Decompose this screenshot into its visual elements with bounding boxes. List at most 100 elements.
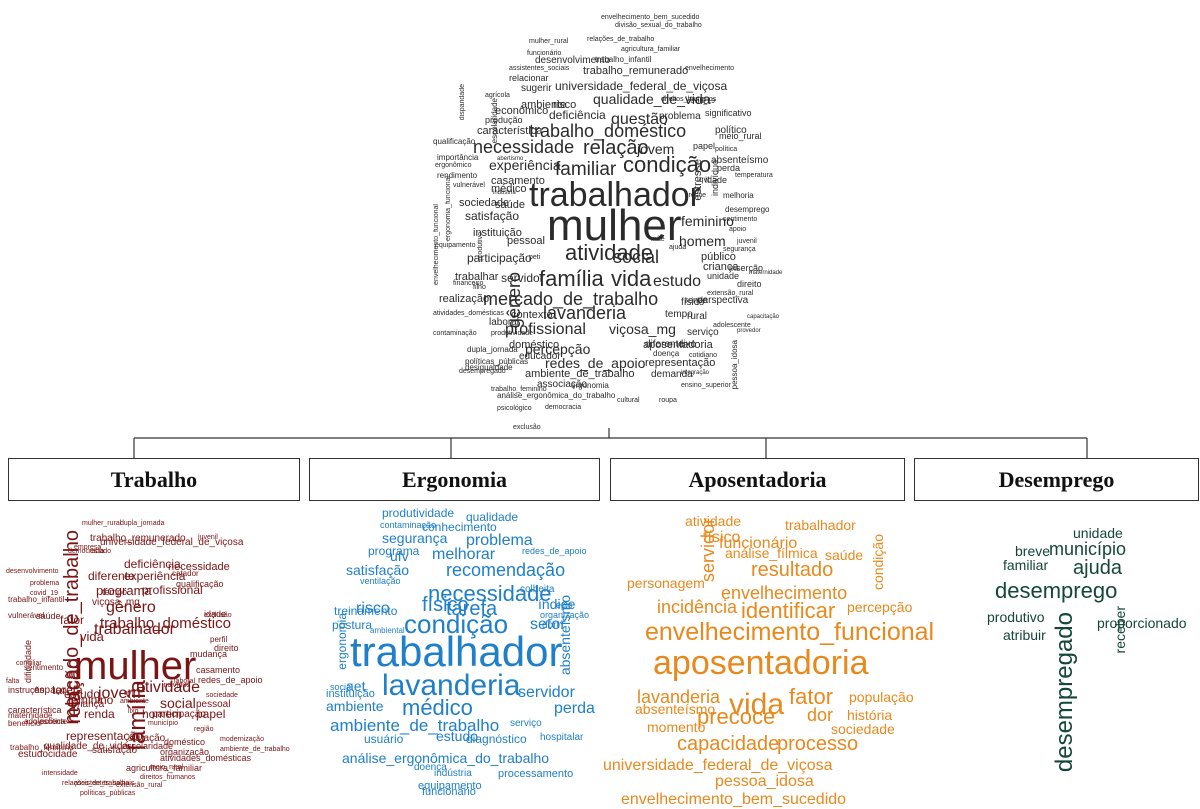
general-cloud-word: viçosa_mg <box>609 321 676 337</box>
general-cloud-word: perda <box>717 163 741 173</box>
general-cloud-word: vida <box>611 266 652 291</box>
general-cloud-word: mulher_rural <box>529 38 569 45</box>
trabalho-cloud-word: organização <box>160 747 210 757</box>
general-cloud-word: saúde <box>495 199 525 211</box>
ergonomia-cloud-word: ambiental <box>370 626 405 635</box>
trabalho-cloud-word: estudo <box>64 687 101 701</box>
general-cloud-word: indústria <box>493 190 516 196</box>
trabalho-cloud-word: trabalhador <box>94 621 175 638</box>
aposentadoria-cloud-word: pessoa_idosa <box>715 773 814 790</box>
general-cloud-word: estudo <box>653 273 702 290</box>
trabalho-cloud-word: qualidade_de_vida <box>44 741 128 752</box>
trabalho-cloud-word: experiência <box>124 569 186 583</box>
general-cloud-word: envelhecimento_bem_sucedido <box>601 14 700 21</box>
general-cloud-word: apoio <box>729 226 747 233</box>
general-cloud-word: covid_19 <box>687 98 716 105</box>
general-cloud-word: roupa <box>659 397 677 404</box>
ergonomia-cloud-word: indústria <box>434 768 472 779</box>
general-cloud-word: psicológico <box>497 405 532 412</box>
trabalho-cloud-word: indivíduo <box>162 682 191 689</box>
general-cloud-word: político <box>715 125 747 136</box>
trabalho-cloud-word: renda <box>84 707 115 721</box>
general-cloud-word: laboral <box>489 317 520 328</box>
general-cloud-word: exclusão <box>513 424 541 431</box>
aposentadoria-cloud-word: aposentadoria <box>653 644 869 682</box>
general-cloud-word: peti <box>529 254 541 261</box>
general-cloud-word: atividades_domésticas <box>433 310 504 317</box>
general-cloud-word: temperatura <box>735 172 773 179</box>
aposentadoria-cloud-word: fator <box>789 684 834 709</box>
ergonomia-cloud-word: ambiente_de_trabalho <box>330 716 500 735</box>
trabalho-cloud-word: município <box>148 720 178 727</box>
ergonomia-cloud-word: ventilação <box>360 576 401 586</box>
ergonomia-cloud-word: dort <box>542 620 560 631</box>
general-cloud-word: extensão_rural <box>707 290 754 297</box>
aposentadoria-cloud-word: incidência <box>657 597 738 617</box>
aposentadoria-cloud-word: trabalhador <box>785 517 856 533</box>
general-cloud-word: característica <box>477 125 543 137</box>
general-cloud-word: pessoal <box>507 235 545 247</box>
trabalho-cloud-word: exclusão <box>204 612 232 619</box>
general-cloud-word: vulnerável <box>453 182 485 189</box>
trabalho-cloud-word: feminino <box>68 693 114 707</box>
ergonomia-cloud-word: índice <box>538 596 576 612</box>
ergonomia-cloud-word: condição <box>404 609 509 639</box>
desemprego-cloud-word: breve <box>1015 543 1051 559</box>
general-cloud-word: mercado_de_trabalho <box>483 289 659 309</box>
general-cloud-word: experiência <box>489 157 561 173</box>
general-cloud-word: ambiente <box>521 99 567 111</box>
general-cloud-word: maternidade <box>749 270 783 276</box>
general-cloud-word: jovem <box>637 141 675 157</box>
general-cloud-word: significativo <box>705 108 752 118</box>
trabalho-cloud-word: mudança <box>190 649 228 659</box>
trabalho-cloud-word: trabalho_doméstico <box>100 615 231 632</box>
trabalho-cloud-word: espaço <box>34 685 67 696</box>
ergonomia-cloud-word: epis <box>556 600 573 610</box>
general-cloud-word: feminino <box>681 213 734 229</box>
general-cloud-word: serviço <box>687 327 719 338</box>
ergonomia-cloud-word: médico <box>402 695 473 720</box>
trabalho-cloud-word: instrução <box>8 685 45 695</box>
ergonomia-cloud-word: qualidade <box>466 510 519 524</box>
general-cloud-word: qvt <box>699 175 710 184</box>
general-cloud-word: política <box>715 146 738 153</box>
trabalho-cloud-word: covid_19 <box>30 590 59 597</box>
general-cloud-word: qualificação <box>433 137 476 146</box>
general-cloud-word: desempregado <box>459 368 506 375</box>
trabalho-cloud-word: homem <box>142 707 183 721</box>
general-cloud-word: relação <box>583 137 649 159</box>
ergonomia-cloud-word: processamento <box>498 768 574 780</box>
general-cloud-word: renda <box>685 295 709 305</box>
trabalho-cloud-word: redes_de_apoio <box>198 675 263 685</box>
category-box-aposentadoria: Aposentadoria <box>610 458 905 501</box>
general-cloud-word: físico <box>681 297 705 308</box>
general-cloud-word: desigualdade <box>465 363 513 372</box>
trabalho-cloud-word: direito <box>214 643 239 653</box>
trabalho-cloud-word: vida <box>80 629 104 644</box>
general-cloud-word: desenvolvimento <box>535 55 611 66</box>
aposentadoria-cloud-word: absenteísmo <box>635 701 716 717</box>
general-cloud-word: meio_rural <box>719 131 762 141</box>
general-cloud-word: produção <box>485 115 523 125</box>
general-cloud-word: participação <box>467 251 532 265</box>
general-cloud-word: casamento <box>491 175 545 187</box>
general-cloud-word: produtividade <box>491 330 534 337</box>
trabalho-cloud-word: democracia <box>68 548 105 555</box>
aposentadoria-cloud-word: físico <box>703 529 741 546</box>
general-cloud-word: perspectiva <box>697 295 749 306</box>
aposentadoria-cloud-word: percepção <box>847 599 913 615</box>
general-cloud-word: profissional <box>505 321 586 338</box>
trabalho-cloud-word: direitos_humanos <box>140 774 196 781</box>
general-cloud-word: direitos_humanos <box>661 96 717 103</box>
general-cloud-word: rural <box>687 311 708 322</box>
ergonomia-cloud-word: organização <box>540 610 590 620</box>
trabalho-cloud-word: programa <box>96 583 152 598</box>
general-cloud-word: cultural <box>617 397 640 404</box>
general-cloud-word: trabalho_remunerado <box>583 65 689 77</box>
ergonomia-cloud-word: serviço <box>510 718 542 729</box>
general-cloud-word: trabalhar <box>455 271 499 283</box>
general-cloud-word: trabalhador <box>529 176 702 214</box>
